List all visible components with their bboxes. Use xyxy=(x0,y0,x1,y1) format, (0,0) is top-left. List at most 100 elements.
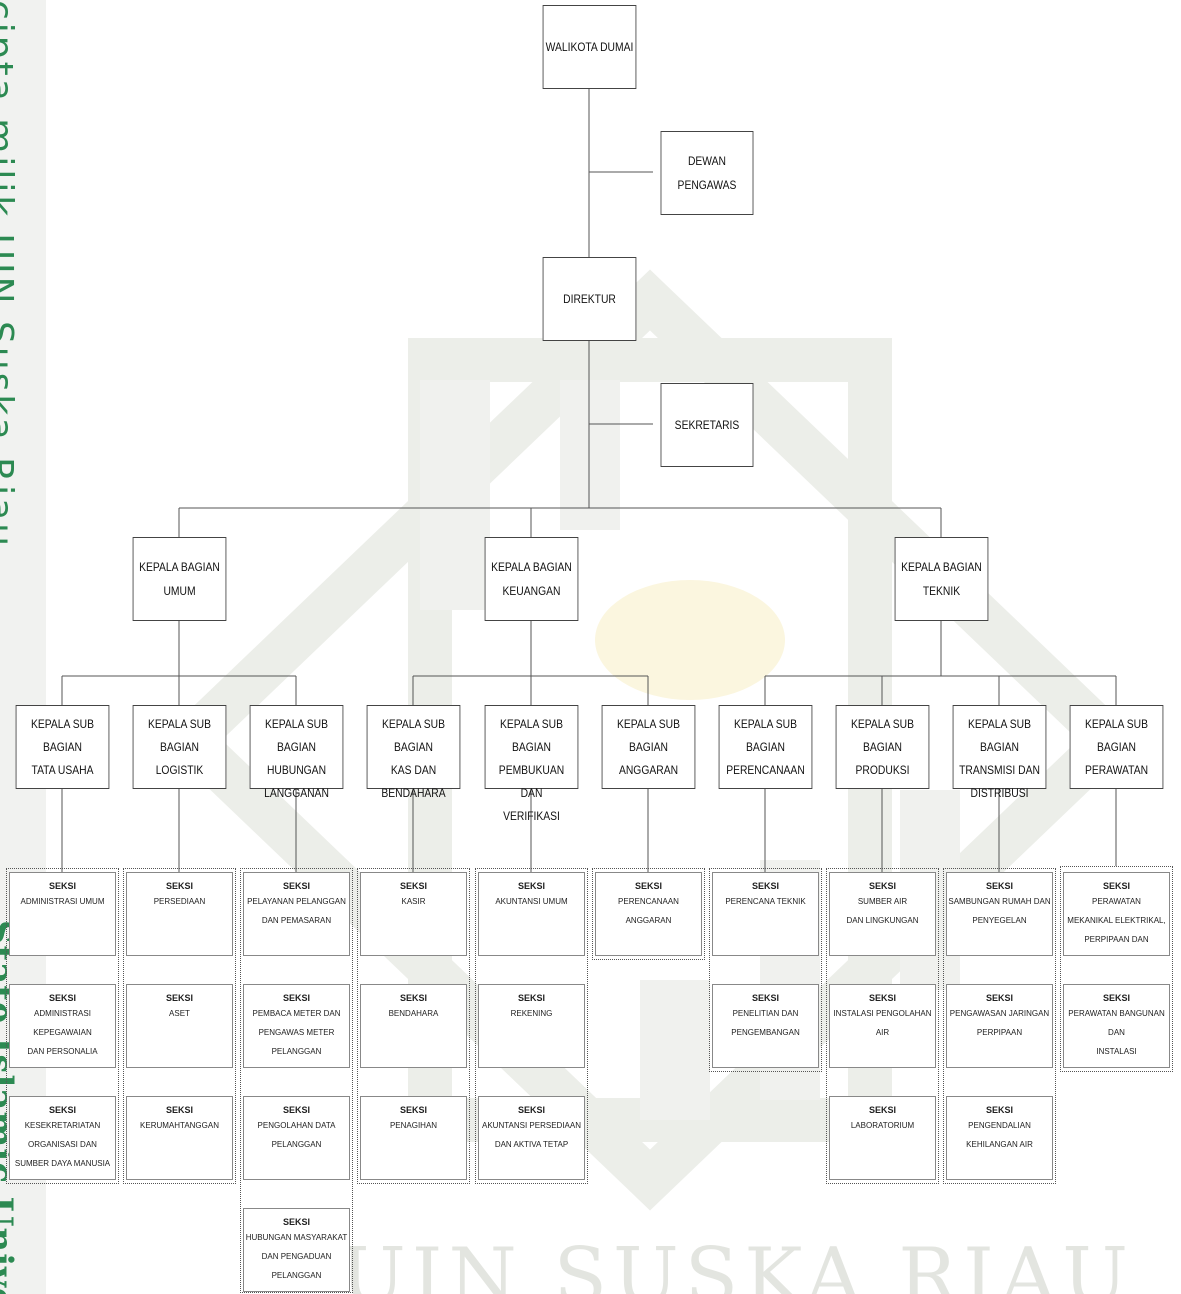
sekretaris-label: SEKRETARIS xyxy=(674,418,740,432)
seksi-name: HUBUNGAN MASYARAKAT DAN PENGADUAN PELANG… xyxy=(245,1233,348,1280)
seksi-heading: SEKSI xyxy=(868,881,896,891)
seksi-box-transmisi-dan-distribusi: SEKSI PENGENDALIAN KEHILANGAN AIR xyxy=(946,1096,1053,1180)
seksi-box-anggaran: SEKSI PERENCANAAN ANGGARAN xyxy=(595,872,702,956)
seksi-heading: SEKSI xyxy=(868,1105,896,1115)
seksi-name: PERSEDIAAN xyxy=(153,897,206,906)
kepala-bagian-line2: UMUM xyxy=(163,584,196,598)
sub-bagian-produksi-box: KEPALA SUB BAGIAN PRODUKSI xyxy=(835,705,930,789)
seksi-name: SAMBUNGAN RUMAH DAN PENYEGELAN xyxy=(948,897,1051,925)
seksi-heading: SEKSI xyxy=(165,993,193,1003)
direktur-label: DIREKTUR xyxy=(563,292,616,306)
seksi-name: PELAYANAN PELANGGAN DAN PEMASARAN xyxy=(247,897,346,925)
seksi-name: KERUMAHTANGGAN xyxy=(140,1121,219,1130)
sub-bagian-anggaran-box: KEPALA SUB BAGIAN ANGGARAN xyxy=(601,705,696,789)
seksi-box-perencanaan: SEKSI PERENCANA TEKNIK xyxy=(712,872,819,956)
kepala-bagian-line1: KEPALA BAGIAN xyxy=(491,560,572,574)
sub-bagian-label-line: KEPALA SUB BAGIAN xyxy=(500,717,563,754)
seksi-heading: SEKSI xyxy=(399,993,427,1003)
seksi-box-transmisi-dan-distribusi: SEKSI PENGAWASAN JARINGAN PERPIPAAN xyxy=(946,984,1053,1068)
direktur-box: DIREKTUR xyxy=(542,257,637,341)
walikota-label: WALIKOTA DUMAI xyxy=(545,40,634,54)
seksi-name: KESEKRETARIATAN ORGANISASI DAN SUMBER DA… xyxy=(14,1121,111,1168)
sub-bagian-label-line: KAS DAN BENDAHARA xyxy=(381,763,446,800)
sub-bagian-label-line: PEMBUKUAN DAN xyxy=(498,763,565,800)
seksi-heading: SEKSI xyxy=(634,881,662,891)
sub-bagian-label-line: TATA USAHA xyxy=(31,763,94,777)
seksi-heading: SEKSI xyxy=(165,881,193,891)
sub-bagian-label-line: KEPALA SUB BAGIAN xyxy=(734,717,797,754)
sub-bagian-label-line: ANGGARAN xyxy=(618,763,679,777)
sub-bagian-label-line: KEPALA SUB BAGIAN xyxy=(851,717,914,754)
seksi-name: PERENCANAAN ANGGARAN xyxy=(618,897,679,925)
watermark-text: UIN SUSKA RIAU xyxy=(340,1232,1135,1294)
seksi-heading: SEKSI xyxy=(282,993,310,1003)
seksi-heading: SEKSI xyxy=(985,881,1013,891)
walikota-box: WALIKOTA DUMAI xyxy=(542,5,637,89)
seksi-heading: SEKSI xyxy=(517,881,545,891)
seksi-box-logistik: SEKSI PERSEDIAAN xyxy=(126,872,233,956)
seksi-heading: SEKSI xyxy=(48,993,76,1003)
seksi-box-hubungan-langganan: SEKSI PEMBACA METER DAN PENGAWAS METER PE… xyxy=(243,984,350,1068)
sub-bagian-tata-usaha-box: KEPALA SUB BAGIAN TATA USAHA xyxy=(15,705,110,789)
seksi-heading: SEKSI xyxy=(751,993,779,1003)
sekretaris-box: SEKRETARIS xyxy=(660,383,754,467)
kepala-bagian-line2: KEUANGAN xyxy=(502,584,561,598)
seksi-box-hubungan-langganan: SEKSI HUBUNGAN MASYARAKAT DAN PENGADUAN P… xyxy=(243,1208,350,1292)
seksi-name: AKUNTANSI UMUM xyxy=(495,897,568,906)
seksi-box-transmisi-dan-distribusi: SEKSI SAMBUNGAN RUMAH DAN PENYEGELAN xyxy=(946,872,1053,956)
seksi-name: PENGAWASAN JARINGAN PERPIPAAN xyxy=(949,1009,1050,1037)
sub-bagian-kas-dan-bendahara-box: KEPALA SUB BAGIAN KAS DAN BENDAHARA xyxy=(366,705,461,800)
seksi-name: AKUNTANSI PERSEDIAAN DAN AKTIVA TETAP xyxy=(482,1121,581,1149)
sub-bagian-label-line: LANGGANAN xyxy=(264,786,329,800)
seksi-heading: SEKSI xyxy=(282,1105,310,1115)
sub-bagian-label-line: KEPALA SUB BAGIAN xyxy=(617,717,680,754)
sub-bagian-label-line: KEPALA SUB BAGIAN xyxy=(265,717,328,754)
kepala-bagian-line2: TEKNIK xyxy=(922,584,961,598)
seksi-heading: SEKSI xyxy=(985,993,1013,1003)
seksi-box-pembukuan-dan-verifikasi: SEKSI AKUNTANSI UMUM xyxy=(478,872,585,956)
sub-bagian-label-line: KEPALA SUB BAGIAN xyxy=(382,717,445,754)
sub-bagian-label-line: PRODUKSI xyxy=(855,763,910,777)
kepala-bagian-line1: KEPALA BAGIAN xyxy=(139,560,220,574)
seksi-name: PENGOLAHAN DATA PELANGGAN xyxy=(257,1121,336,1149)
kepala-bagian-line1: KEPALA BAGIAN xyxy=(901,560,982,574)
seksi-name: PERAWATAN BANGUNAN DAN INSTALASI xyxy=(1068,1009,1165,1056)
seksi-name: PEMBACA METER DAN PENGAWAS METER PELANGG… xyxy=(252,1009,341,1056)
seksi-box-hubungan-langganan: SEKSI PENGOLAHAN DATA PELANGGAN xyxy=(243,1096,350,1180)
seksi-name: ADMINISTRASI KEPEGAWAIAN DAN PERSONALIA xyxy=(27,1009,98,1056)
seksi-heading: SEKSI xyxy=(751,881,779,891)
sub-bagian-label-line: DISTRIBUSI xyxy=(970,786,1029,800)
seksi-heading: SEKSI xyxy=(1102,881,1130,891)
seksi-name: PERENCANA TEKNIK xyxy=(725,897,806,906)
seksi-heading: SEKSI xyxy=(517,993,545,1003)
sub-bagian-hubungan-langganan-box: KEPALA SUB BAGIAN HUBUNGAN LANGGANAN xyxy=(249,705,344,800)
sub-bagian-label-line: HUBUNGAN xyxy=(266,763,327,777)
seksi-name: PENGENDALIAN KEHILANGAN AIR xyxy=(966,1121,1033,1149)
seksi-heading: SEKSI xyxy=(282,1217,310,1227)
seksi-heading: SEKSI xyxy=(1102,993,1130,1003)
seksi-name: SUMBER AIR DAN LINGKUNGAN xyxy=(846,897,919,925)
seksi-name: BENDAHARA xyxy=(388,1009,439,1018)
sub-bagian-label-line: KEPALA SUB BAGIAN xyxy=(31,717,94,754)
sidebar-strip xyxy=(0,0,46,1294)
seksi-heading: SEKSI xyxy=(399,1105,427,1115)
seksi-heading: SEKSI xyxy=(517,1105,545,1115)
seksi-box-pembukuan-dan-verifikasi: SEKSI AKUNTANSI PERSEDIAAN DAN AKTIVA TET… xyxy=(478,1096,585,1180)
seksi-heading: SEKSI xyxy=(399,881,427,891)
seksi-heading: SEKSI xyxy=(985,1105,1013,1115)
seksi-heading: SEKSI xyxy=(48,881,76,891)
sub-bagian-label-line: PERAWATAN xyxy=(1084,763,1149,777)
